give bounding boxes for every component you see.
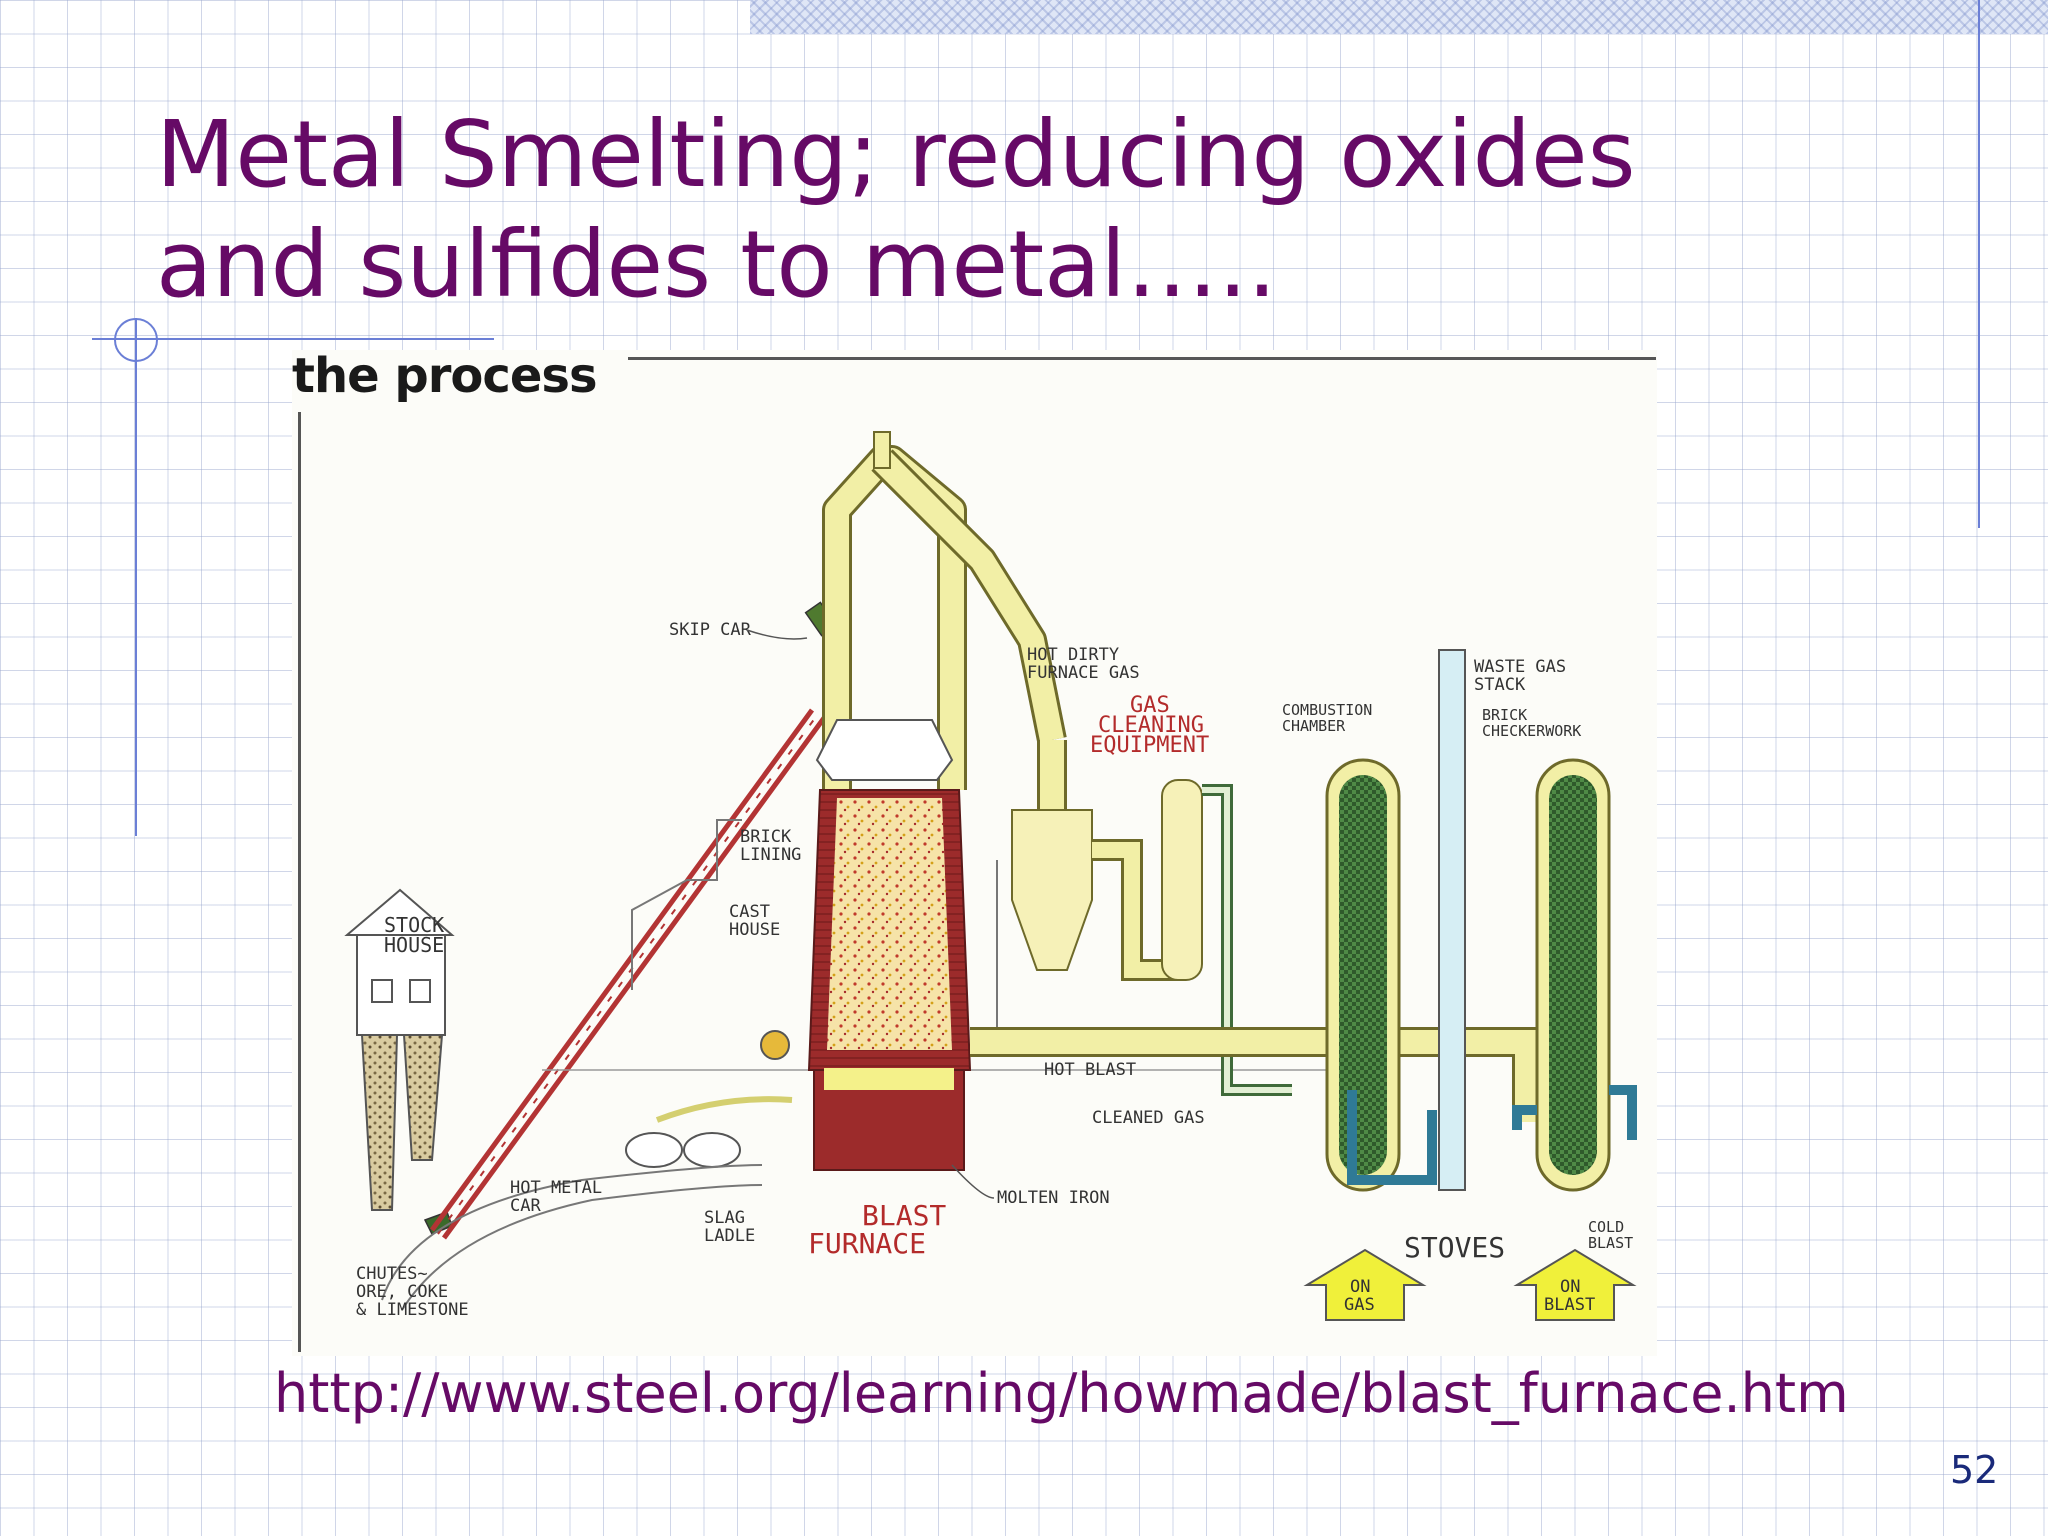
label-gas-cleaning-2: CLEANING bbox=[1098, 713, 1204, 738]
label-cold-blast-1: COLD bbox=[1588, 1218, 1624, 1236]
label-brick-lining-1: BRICK bbox=[740, 827, 792, 847]
blast-furnace bbox=[760, 719, 972, 1171]
furnace-uptake-pipes bbox=[822, 431, 1067, 790]
label-gas-cleaning-3: EQUIPMENT bbox=[1090, 733, 1209, 758]
label-hot-metal-car-2: CAR bbox=[510, 1196, 541, 1216]
label-slag-ladle-2: LADLE bbox=[704, 1226, 755, 1246]
label-cold-blast-2: BLAST bbox=[1588, 1234, 1633, 1252]
label-cast-house-2: HOUSE bbox=[729, 920, 780, 940]
source-url[interactable]: http://www.steel.org/learning/howmade/bl… bbox=[274, 1362, 1849, 1425]
figure-background bbox=[292, 350, 1657, 1356]
label-combustion-2: CHAMBER bbox=[1282, 717, 1346, 735]
label-hot-dirty-gas-2: FURNACE GAS bbox=[1027, 663, 1140, 683]
page-number: 52 bbox=[1950, 1448, 1999, 1492]
figure-heading: the process bbox=[292, 348, 598, 404]
label-cast-house-1: CAST bbox=[729, 902, 770, 922]
decorative-circle bbox=[114, 318, 158, 362]
label-on-blast-1: ON bbox=[1560, 1277, 1580, 1297]
label-cleaned-gas: CLEANED GAS bbox=[1092, 1108, 1205, 1128]
label-molten-iron: MOLTEN IRON bbox=[997, 1188, 1110, 1208]
top-decorative-band bbox=[750, 0, 2048, 34]
decorative-vertical-line-left bbox=[135, 318, 137, 836]
decorative-vertical-line-right bbox=[1978, 0, 1980, 528]
label-chutes-2: ORE, COKE bbox=[356, 1282, 448, 1302]
label-hot-metal-car-1: HOT METAL bbox=[510, 1178, 602, 1198]
label-stock-house-2: HOUSE bbox=[384, 933, 444, 957]
stock-house bbox=[344, 888, 455, 1235]
label-hot-dirty-gas-1: HOT DIRTY bbox=[1027, 645, 1119, 665]
label-waste-gas-2: STACK bbox=[1474, 675, 1526, 695]
figure-top-rule bbox=[628, 357, 1656, 360]
label-brick-lining-2: LINING bbox=[740, 845, 801, 865]
label-chutes-3: & LIMESTONE bbox=[356, 1300, 469, 1320]
label-chutes-1: CHUTES~ bbox=[356, 1264, 428, 1284]
gas-cleaning-equipment bbox=[1011, 740, 1292, 1096]
label-gas-cleaning-1: GAS bbox=[1130, 693, 1170, 718]
stove-2 bbox=[1512, 758, 1637, 1192]
label-blast-furnace-2: FURNACE bbox=[808, 1227, 926, 1260]
label-brick-checker-2: CHECKERWORK bbox=[1482, 722, 1581, 740]
on-gas-arrow bbox=[1303, 1248, 1427, 1321]
label-stoves: STOVES bbox=[1404, 1231, 1505, 1264]
label-waste-gas-1: WASTE GAS bbox=[1474, 657, 1566, 677]
figure-left-rule bbox=[298, 412, 301, 1352]
stove-1 bbox=[1325, 758, 1437, 1192]
hot-metal-car bbox=[381, 1096, 793, 1311]
label-stock-house-1: STOCK bbox=[384, 913, 444, 937]
decorative-horizontal-line bbox=[92, 338, 494, 340]
label-combustion-1: COMBUSTION bbox=[1282, 701, 1372, 719]
skip-car-incline bbox=[429, 708, 827, 1240]
label-on-gas-2: GAS bbox=[1344, 1295, 1375, 1315]
waste-gas-stack bbox=[1438, 649, 1466, 1191]
hot-blast-main bbox=[970, 1027, 1542, 1122]
label-brick-checker-1: BRICK bbox=[1482, 706, 1527, 724]
on-blast-arrow bbox=[1513, 1248, 1637, 1321]
label-on-gas-1: ON bbox=[1350, 1277, 1370, 1297]
slide-title: Metal Smelting; reducing oxides and sulf… bbox=[156, 101, 1636, 318]
label-hot-blast: HOT BLAST bbox=[1044, 1060, 1136, 1080]
label-on-blast-2: BLAST bbox=[1544, 1295, 1595, 1315]
label-skip-car: SKIP CAR bbox=[669, 620, 752, 640]
blast-furnace-diagram: STOCK HOUSE SKIP CAR CAST HOUSE HOT DIRT… bbox=[344, 431, 1637, 1321]
label-blast-furnace-1: BLAST bbox=[862, 1199, 946, 1232]
label-slag-ladle-1: SLAG bbox=[704, 1208, 745, 1228]
